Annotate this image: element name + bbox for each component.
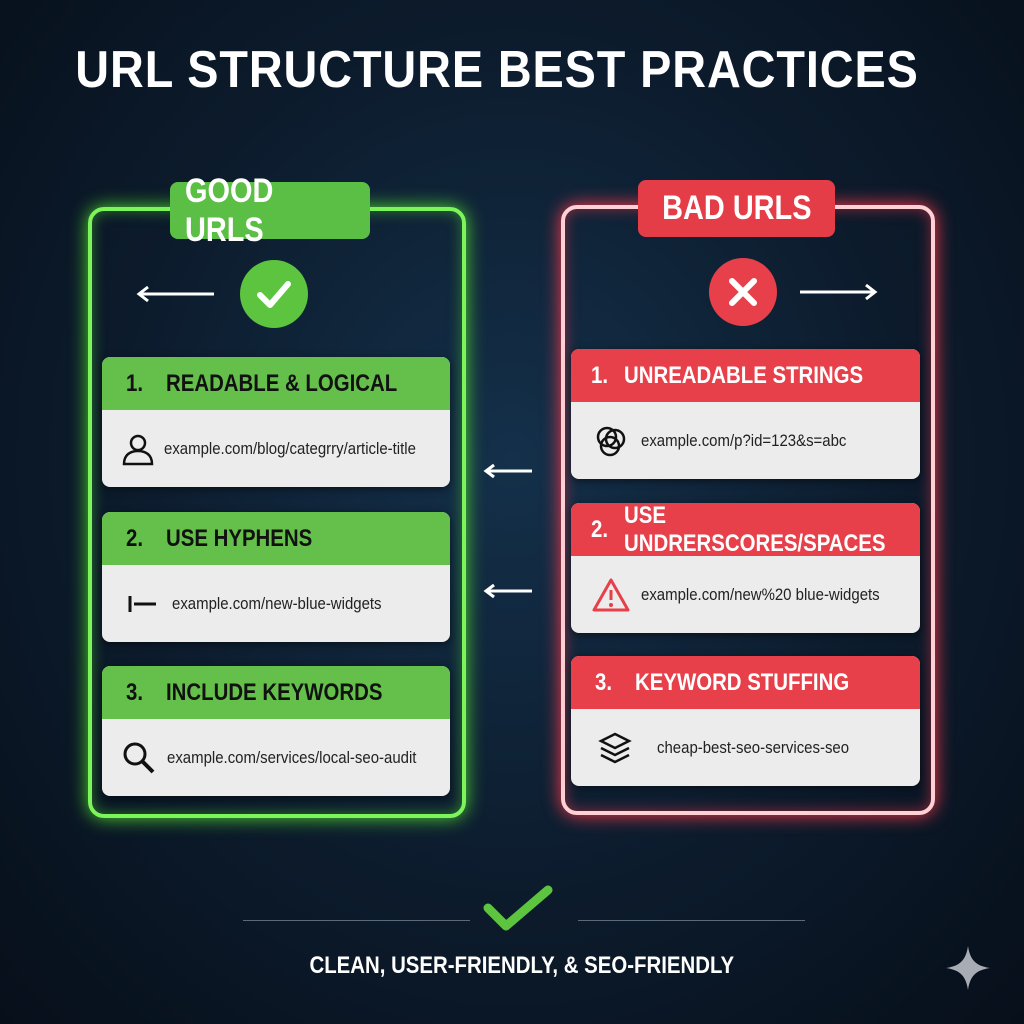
good-url-1: example.com/blog/categrry/article-title — [164, 438, 416, 458]
good-item-2: 2. USE HYPHENS example.com/new-blue-widg… — [102, 512, 450, 642]
arrow-left-icon — [483, 463, 532, 479]
arrow-right-icon — [800, 283, 878, 301]
page-title: URL STRUCTURE BEST PRACTICES — [75, 41, 919, 99]
warning-icon — [589, 573, 633, 617]
search-icon — [120, 736, 159, 780]
bad-url-1: example.com/p?id=123&s=abc — [641, 430, 847, 450]
bad-item-2: 2. USE UNDRERSCORES/SPACES example.com/n… — [571, 503, 920, 633]
arrow-left-icon — [483, 583, 532, 599]
good-urls-badge: GOOD URLS — [170, 172, 370, 249]
bad-item-1: 1. UNREADABLE STRINGS example.com/p?id=1… — [571, 349, 920, 479]
sparkle-icon — [946, 946, 990, 990]
bad-urls-badge: BAD URLS — [638, 180, 835, 237]
bad-url-2: example.com/new%20 blue-widgets — [641, 584, 880, 604]
tangled-circles-icon — [589, 419, 633, 463]
layers-icon — [593, 726, 637, 770]
arrow-left-icon — [136, 285, 214, 303]
good-item-3: 3. INCLUDE KEYWORDS example.com/services… — [102, 666, 450, 796]
good-url-2: example.com/new-blue-widgets — [172, 593, 382, 613]
good-url-3: example.com/services/local-seo-audit — [166, 747, 416, 767]
footer-tagline: CLEAN, USER-FRIENDLY, & SEO-FRIENDLY — [309, 952, 735, 979]
user-icon — [120, 427, 156, 471]
check-icon — [240, 260, 308, 328]
divider-right — [578, 920, 805, 921]
check-icon — [483, 885, 553, 931]
divider-left — [243, 920, 470, 921]
bad-item-3: 3. KEYWORD STUFFING cheap-best-seo-servi… — [571, 656, 920, 786]
bad-url-3: cheap-best-seo-services-seo — [657, 737, 850, 757]
x-icon — [709, 258, 777, 326]
good-item-1: 1. READABLE & LOGICAL example.com/blog/c… — [102, 357, 450, 487]
hyphen-icon — [120, 582, 164, 626]
